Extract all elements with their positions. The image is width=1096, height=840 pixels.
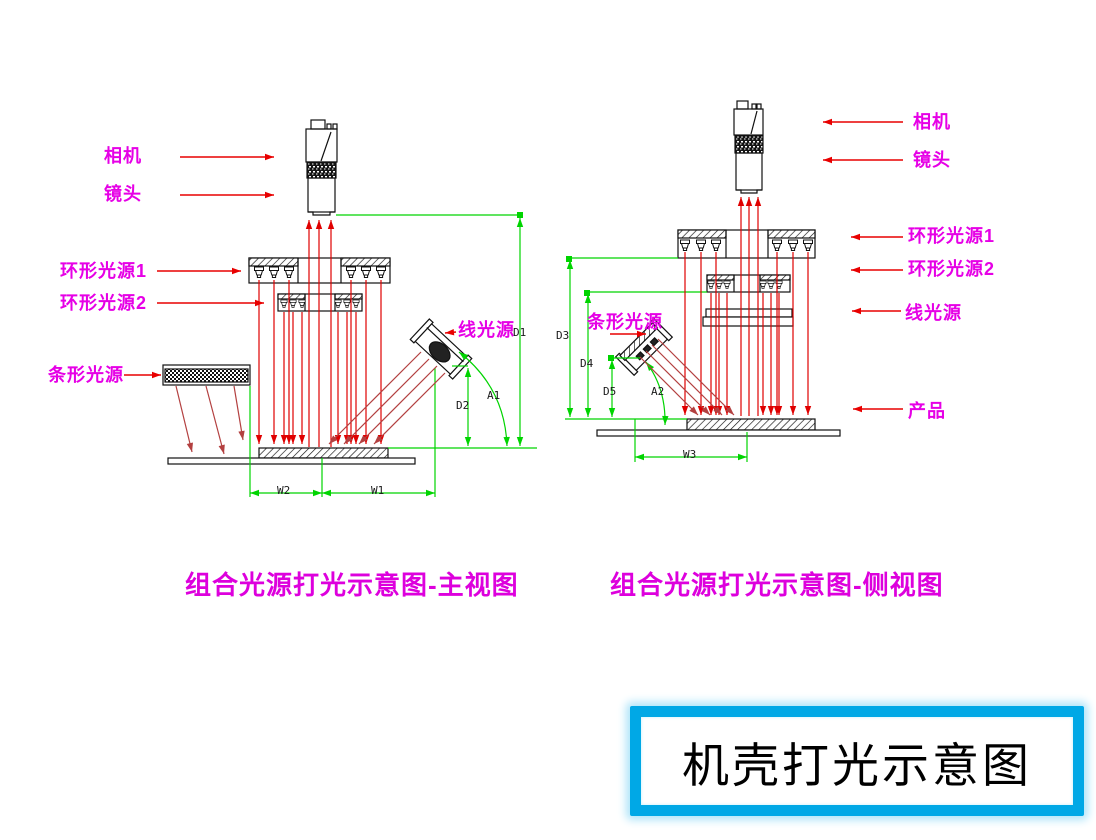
dimension-lines [249,212,748,497]
side-product-shape [686,418,816,431]
side-line-light-label: 线光源 [905,303,962,323]
side-bar-light-shape [614,317,674,377]
dim-w3: W3 [683,448,697,461]
dim-w1: W1 [371,484,385,497]
dim-d1: D1 [513,326,527,339]
dim-d5: D5 [603,385,617,398]
side-ring1-label: 环形光源1 [908,226,996,246]
side-camera-label: 相机 [913,112,951,132]
front-view-structure [162,119,473,465]
front-line-light-shape [409,318,473,380]
front-ring2-label: 环形光源2 [60,293,148,313]
front-bar-light-shape [162,364,251,386]
side-ring2-label: 环形光源2 [908,259,996,279]
side-bar-light-label: 条形光源 [587,312,663,332]
side-lens-label: 镜头 [913,150,951,170]
light-rays [175,197,812,455]
title-box: 机壳打光示意图 [630,706,1084,816]
dim-d2: D2 [456,399,470,412]
front-lens-label: 镜头 [104,184,142,204]
front-ring1-label: 环形光源1 [60,261,148,281]
front-view-caption: 组合光源打光示意图-主视图 [185,570,519,600]
side-camera-icon [733,100,764,194]
front-camera-icon [305,119,338,216]
title-text: 机壳打光示意图 [682,740,1032,793]
front-bar-light-label: 条形光源 [48,365,124,385]
dim-d4: D4 [580,357,594,370]
front-ring-light-2-shape [277,293,363,312]
front-line-light-label: 线光源 [458,320,515,340]
dim-a1: A1 [487,389,501,402]
side-base-plate [596,429,841,437]
label-arrows [124,118,903,413]
front-product-shape [258,447,389,459]
dim-a2: A2 [651,385,665,398]
dim-w2: W2 [277,484,291,497]
side-view-caption: 组合光源打光示意图-侧视图 [610,570,944,600]
front-camera-label: 相机 [104,146,142,166]
dim-d3: D3 [556,329,570,342]
front-base-plate [167,457,416,465]
side-product-label: 产品 [908,401,946,421]
